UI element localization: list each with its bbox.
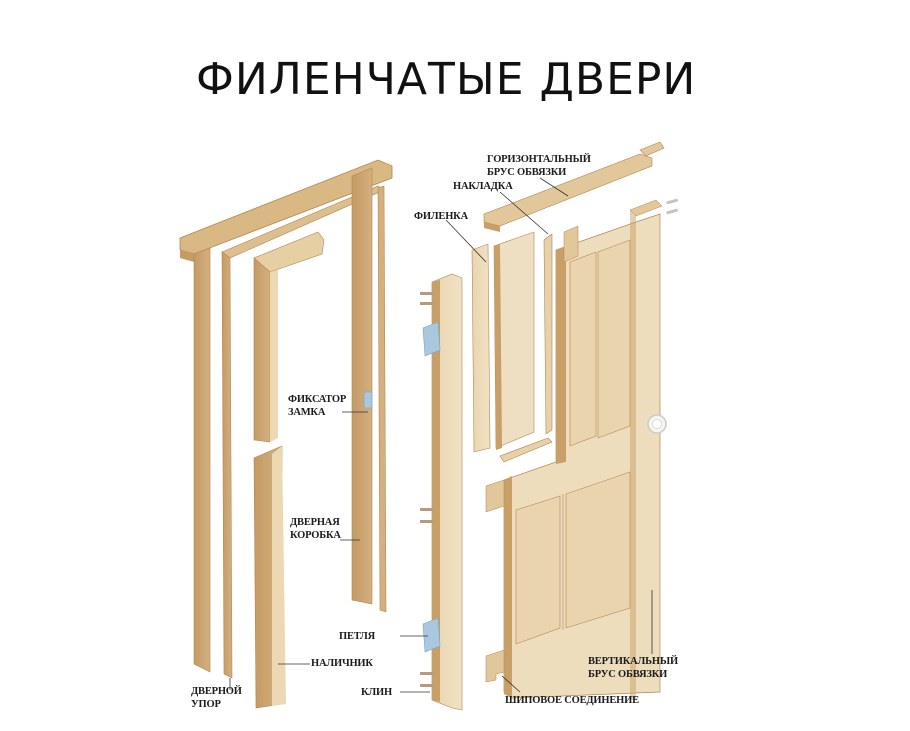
label-lock-striker-line1: ФИКСАТОР	[288, 394, 347, 405]
label-door-frame-line2: КОРОБКА	[290, 530, 341, 541]
door-leaf	[485, 199, 667, 700]
frame-left-jamb	[193, 247, 211, 673]
label-door-frame-line1: ДВЕРНАЯ	[290, 517, 340, 528]
panel-loose-1	[471, 243, 491, 453]
hinge-stile	[420, 273, 463, 711]
top-rail	[483, 141, 665, 232]
label-lock-striker-line2: ЗАМКА	[288, 407, 326, 418]
label-vertical-stile: ВЕРТИКАЛЬНЫЙ БРУС ОБВЯЗКИ	[588, 655, 678, 681]
label-hinge: ПЕТЛЯ	[339, 631, 376, 642]
label-overlay: НАКЛАДКА	[453, 181, 513, 192]
lock-striker	[363, 391, 373, 409]
casing-bottom	[253, 445, 286, 709]
door-stop-left	[221, 185, 385, 679]
label-vertical-stile-line2: БРУС ОБВЯЗКИ	[588, 669, 668, 680]
label-door-stop-line1: ДВЕРНОЙ	[191, 686, 242, 697]
hinge-upper	[422, 321, 441, 357]
label-door-frame: ДВЕРНАЯ КОРОБКА	[290, 516, 341, 542]
overlay-strip	[499, 233, 553, 463]
diagram-title: ФИЛЕНЧАТЫЕ ДВЕРИ	[196, 54, 697, 105]
label-horizontal-rail-line2: БРУС ОБВЯЗКИ	[487, 167, 567, 178]
hinge-lower	[422, 617, 441, 653]
label-panel: ФИЛЕНКА	[414, 211, 468, 222]
label-door-stop-line2: УПОР	[191, 699, 221, 710]
frame-right-jamb	[351, 167, 387, 613]
panel-loose-2	[493, 231, 535, 450]
label-wedge: КЛИН	[361, 687, 392, 698]
label-tenon-joint: ШИПОВОЕ СОЕДИНЕНИЕ	[505, 695, 639, 706]
label-horizontal-rail: ГОРИЗОНТАЛЬНЫЙ БРУС ОБВЯЗКИ	[487, 153, 591, 179]
casing-top	[253, 231, 325, 443]
dowels	[666, 198, 678, 215]
frame-head-jamb	[179, 159, 393, 262]
label-vertical-stile-line1: ВЕРТИКАЛЬНЫЙ	[588, 656, 678, 667]
leader-lines	[229, 177, 653, 693]
label-lock-striker: ФИКСАТОР ЗАМКА	[288, 393, 346, 419]
label-casing: НАЛИЧНИК	[311, 658, 373, 669]
label-horizontal-rail-line1: ГОРИЗОНТАЛЬНЫЙ	[487, 154, 591, 165]
label-door-stop: ДВЕРНОЙ УПОР	[191, 685, 242, 711]
